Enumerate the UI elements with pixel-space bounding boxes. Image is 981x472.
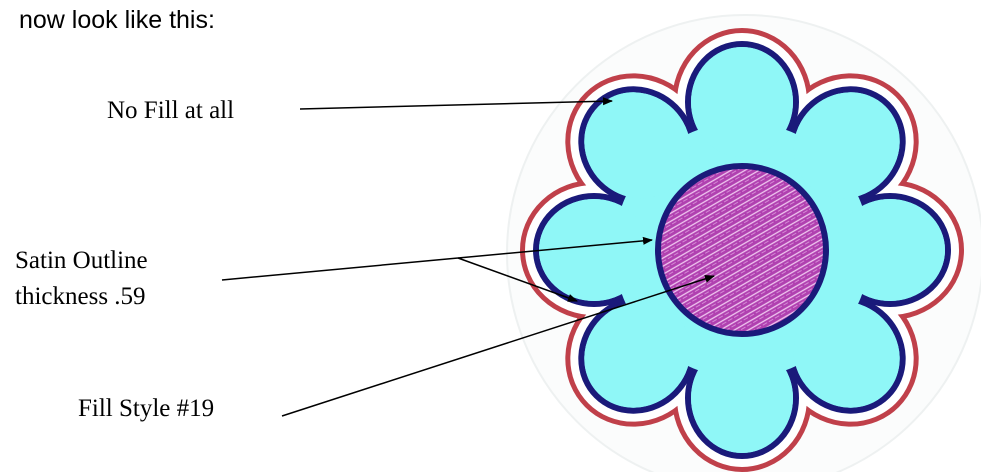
petal-fill-1 <box>691 47 793 157</box>
leader-satin <box>222 258 458 280</box>
petal-fill-3 <box>835 199 945 301</box>
petal-fill-7 <box>539 199 649 301</box>
petal-fill-5 <box>691 343 793 453</box>
flower-center <box>658 166 826 334</box>
